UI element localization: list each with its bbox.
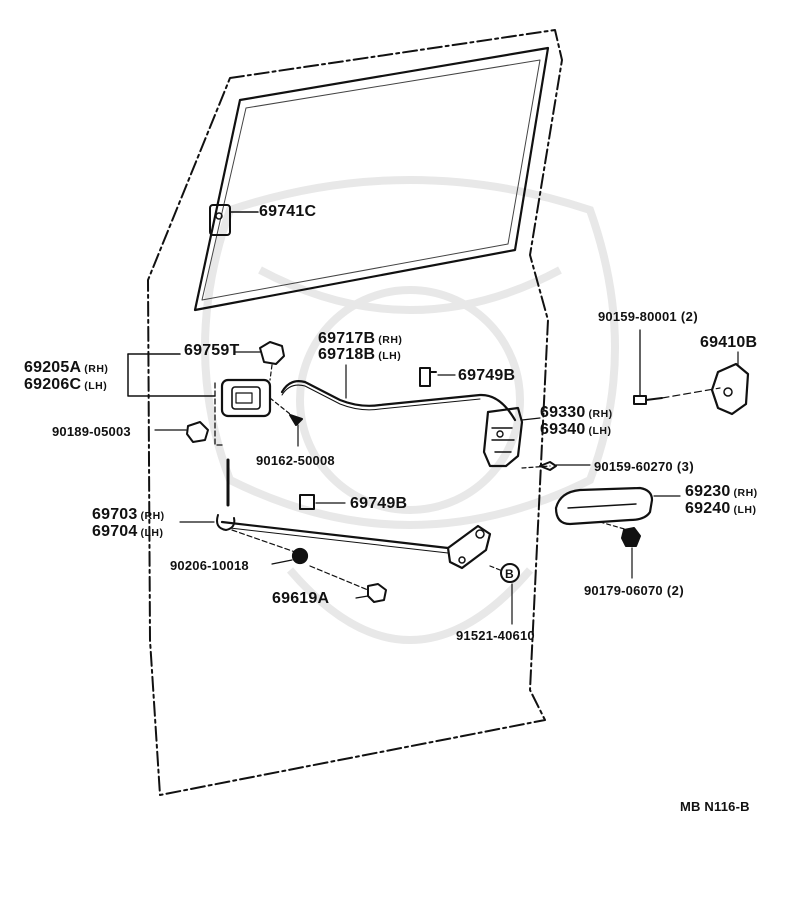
label-69340: 69340(LH): [540, 421, 612, 440]
label-69240: 69240(LH): [685, 500, 757, 519]
label-90179-06070: 90179-06070(2): [584, 582, 684, 599]
label-90159-80001: 90159-80001(2): [598, 308, 698, 325]
striker-69410b: [710, 362, 750, 416]
label-91521-40610: 91521-40610: [456, 628, 535, 643]
label-69718b-number: 69718B: [318, 346, 376, 363]
label-69717b-number: 69717B: [318, 330, 376, 347]
label-90206-10018: 90206-10018: [170, 558, 249, 573]
label-69230-side: (RH): [733, 487, 758, 499]
label-69749b-top: 69749B: [458, 367, 516, 384]
label-90159-60270-number: 90159-60270: [594, 459, 673, 474]
clip-69749b-top: [419, 367, 437, 387]
label-69340-side: (LH): [588, 425, 612, 437]
clip-69749b-mid: [299, 494, 315, 510]
label-90189-05003: 90189-05003: [52, 424, 131, 439]
screw-90159-60270: [539, 461, 557, 471]
label-69717b: 69717B(RH): [318, 330, 402, 349]
label-69206c: 69206C(LH): [24, 376, 107, 395]
label-69205a-side: (RH): [84, 363, 109, 375]
inside-handle: [220, 378, 272, 418]
pin-69619a: [367, 583, 387, 603]
label-69703: 69703(RH): [92, 506, 165, 525]
label-69240-side: (LH): [733, 504, 757, 516]
label-69704-number: 69704: [92, 523, 138, 540]
grommet-91521: [500, 563, 520, 583]
label-69330-number: 69330: [540, 404, 586, 421]
window-outline: [193, 46, 550, 312]
rod-69717b: [280, 380, 517, 422]
label-69410b: 69410B: [700, 334, 758, 351]
clip-69741c: [209, 204, 231, 236]
label-69759t: 69759T: [184, 342, 240, 359]
label-90159-60270-qty: (3): [676, 459, 695, 474]
label-69703-side: (RH): [140, 510, 165, 522]
label-69741c: 69741C: [259, 203, 317, 220]
label-69330: 69330(RH): [540, 404, 613, 423]
screw-90162: [289, 414, 303, 426]
label-69230: 69230(RH): [685, 483, 758, 502]
label-69340-number: 69340: [540, 421, 586, 438]
label-69330-side: (RH): [588, 408, 613, 420]
nut-90206: [291, 547, 309, 565]
label-69717b-side: (RH): [378, 334, 403, 346]
label-69749b-mid: 69749B: [350, 495, 408, 512]
label-69704: 69704(LH): [92, 523, 164, 542]
label-90159-60270: 90159-60270(3): [594, 458, 694, 475]
label-69619a: 69619A: [272, 590, 330, 607]
label-90179-06070-number: 90179-06070: [584, 583, 663, 598]
lock-assembly: [482, 406, 524, 468]
label-69206c-side: (LH): [84, 380, 108, 392]
bolt-90159-80001: [633, 395, 647, 405]
label-69230-number: 69230: [685, 483, 731, 500]
label-69704-side: (LH): [140, 527, 164, 539]
label-69703-number: 69703: [92, 506, 138, 523]
label-90179-06070-qty: (2): [666, 583, 685, 598]
watermark-emblem: [201, 176, 619, 644]
clip-90189: [186, 421, 209, 443]
nut-90179: [621, 527, 641, 547]
label-90159-80001-qty: (2): [680, 309, 699, 324]
label-69205a: 69205A(RH): [24, 359, 108, 378]
label-69205a-number: 69205A: [24, 359, 82, 376]
label-69718b: 69718B(LH): [318, 346, 401, 365]
label-69206c-number: 69206C: [24, 376, 82, 393]
lower-lever: [446, 524, 492, 570]
label-90162-50008: 90162-50008: [256, 453, 335, 468]
label-69240-number: 69240: [685, 500, 731, 517]
rod-69703: [220, 520, 450, 550]
label-69718b-side: (LH): [378, 350, 402, 362]
reference-code: MB N116-B: [680, 799, 750, 814]
label-90159-80001-number: 90159-80001: [598, 309, 677, 324]
grommet-letter: B: [505, 567, 514, 581]
nut-69759t: [259, 341, 285, 365]
outside-handle: [554, 486, 654, 526]
door-outline: [147, 29, 563, 796]
